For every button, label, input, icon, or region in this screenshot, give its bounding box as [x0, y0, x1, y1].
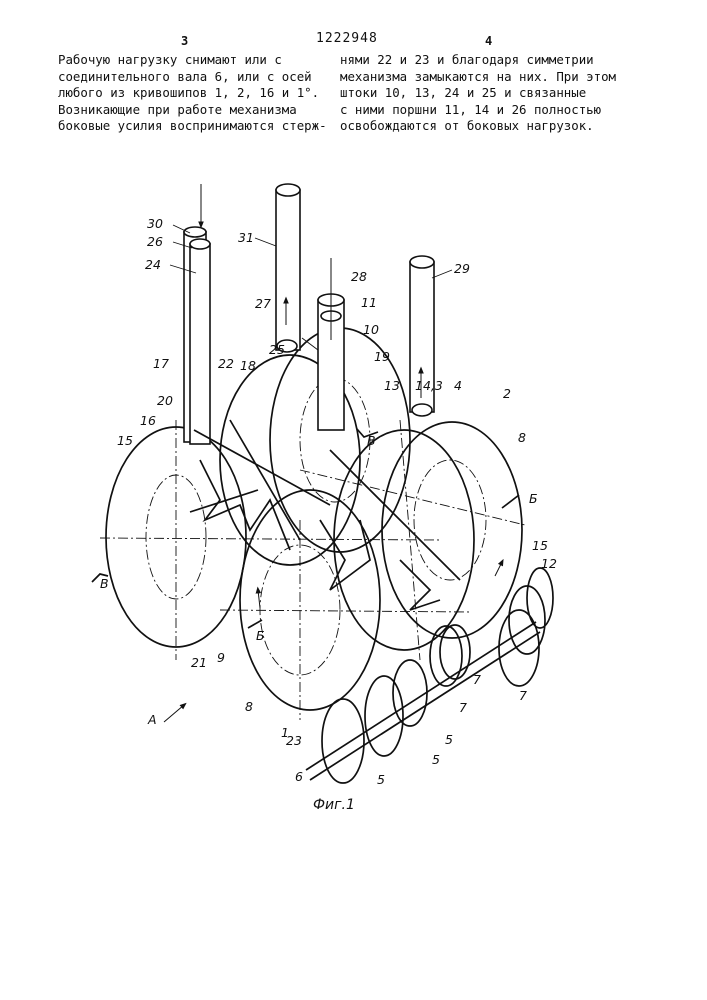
label-2: 2 — [503, 386, 511, 401]
pulley-7 — [440, 625, 470, 679]
label-B-d: Б — [256, 628, 265, 643]
piston-14 — [412, 404, 432, 416]
section-mark — [248, 620, 262, 628]
label-7-lower: 7 — [459, 700, 467, 715]
label-17: 17 — [153, 356, 169, 371]
label-16: 16 — [140, 413, 156, 428]
label-28: 28 — [351, 269, 367, 284]
label-29: 29 — [454, 261, 470, 276]
figure-caption: Фиг.1 — [313, 797, 355, 813]
center-line — [100, 538, 440, 540]
label-11: 11 — [361, 295, 377, 310]
label-26: 26 — [147, 234, 163, 249]
label-5a: 5 — [445, 732, 453, 747]
crank-disc-1 — [240, 490, 380, 710]
crank-disc-2 — [382, 422, 522, 638]
label-15b: 15 — [532, 538, 548, 553]
label-B-b: Б — [529, 491, 538, 506]
pulley-5 — [322, 699, 364, 783]
label-15a: 15 — [117, 433, 133, 448]
label-19: 19 — [374, 349, 390, 364]
rod-31 — [276, 190, 300, 350]
label-5b: 5 — [432, 752, 440, 767]
label-4: 4 — [454, 378, 462, 393]
pulley-12 — [499, 610, 539, 686]
zigzag-link — [320, 520, 370, 590]
label-30: 30 — [147, 216, 163, 231]
leader-line — [432, 270, 452, 278]
label-18: 18 — [240, 358, 256, 373]
label-8a: 8 — [518, 430, 526, 445]
label-7a: 7 — [473, 672, 481, 687]
label-9: 9 — [217, 650, 225, 665]
label-24: 24 — [145, 257, 161, 272]
label-14-3: 14,3 — [415, 378, 443, 393]
pulley-7 — [430, 626, 462, 686]
label-25: 25 — [269, 342, 285, 357]
crank-circle-dashed — [414, 460, 486, 580]
shaft-6 — [310, 632, 540, 780]
linkage-bar — [230, 420, 300, 540]
label-27: 27 — [255, 296, 271, 311]
label-20: 20 — [157, 393, 173, 408]
label-A: A — [147, 712, 157, 727]
rod-cap — [276, 184, 300, 196]
label-31: 31 — [238, 230, 254, 245]
label-B-a: В — [367, 433, 376, 448]
linkage-bar — [194, 430, 330, 505]
label-B-c: В — [100, 576, 109, 591]
zigzag-link — [400, 560, 440, 610]
shaft-6-edge — [306, 622, 536, 770]
rotation-arrow — [495, 562, 502, 576]
label-8b: 8 — [245, 699, 253, 714]
label-6: 6 — [295, 769, 303, 784]
label-21: 21 — [191, 655, 207, 670]
rod-cap — [410, 256, 434, 268]
rod-cap — [190, 239, 210, 249]
rotation-arrow — [258, 590, 260, 608]
label-23: 23 — [286, 733, 302, 748]
label-10: 10 — [363, 322, 379, 337]
arrow-a — [164, 705, 184, 722]
label-22: 22 — [218, 356, 234, 371]
label-13: 13 — [384, 378, 400, 393]
rod-26 — [190, 244, 210, 444]
section-mark — [502, 495, 519, 508]
label-12: 12 — [541, 556, 557, 571]
center-line — [220, 610, 470, 612]
label-5c: 5 — [377, 772, 385, 787]
leader-line — [255, 238, 276, 246]
label-7b: 7 — [519, 688, 527, 703]
